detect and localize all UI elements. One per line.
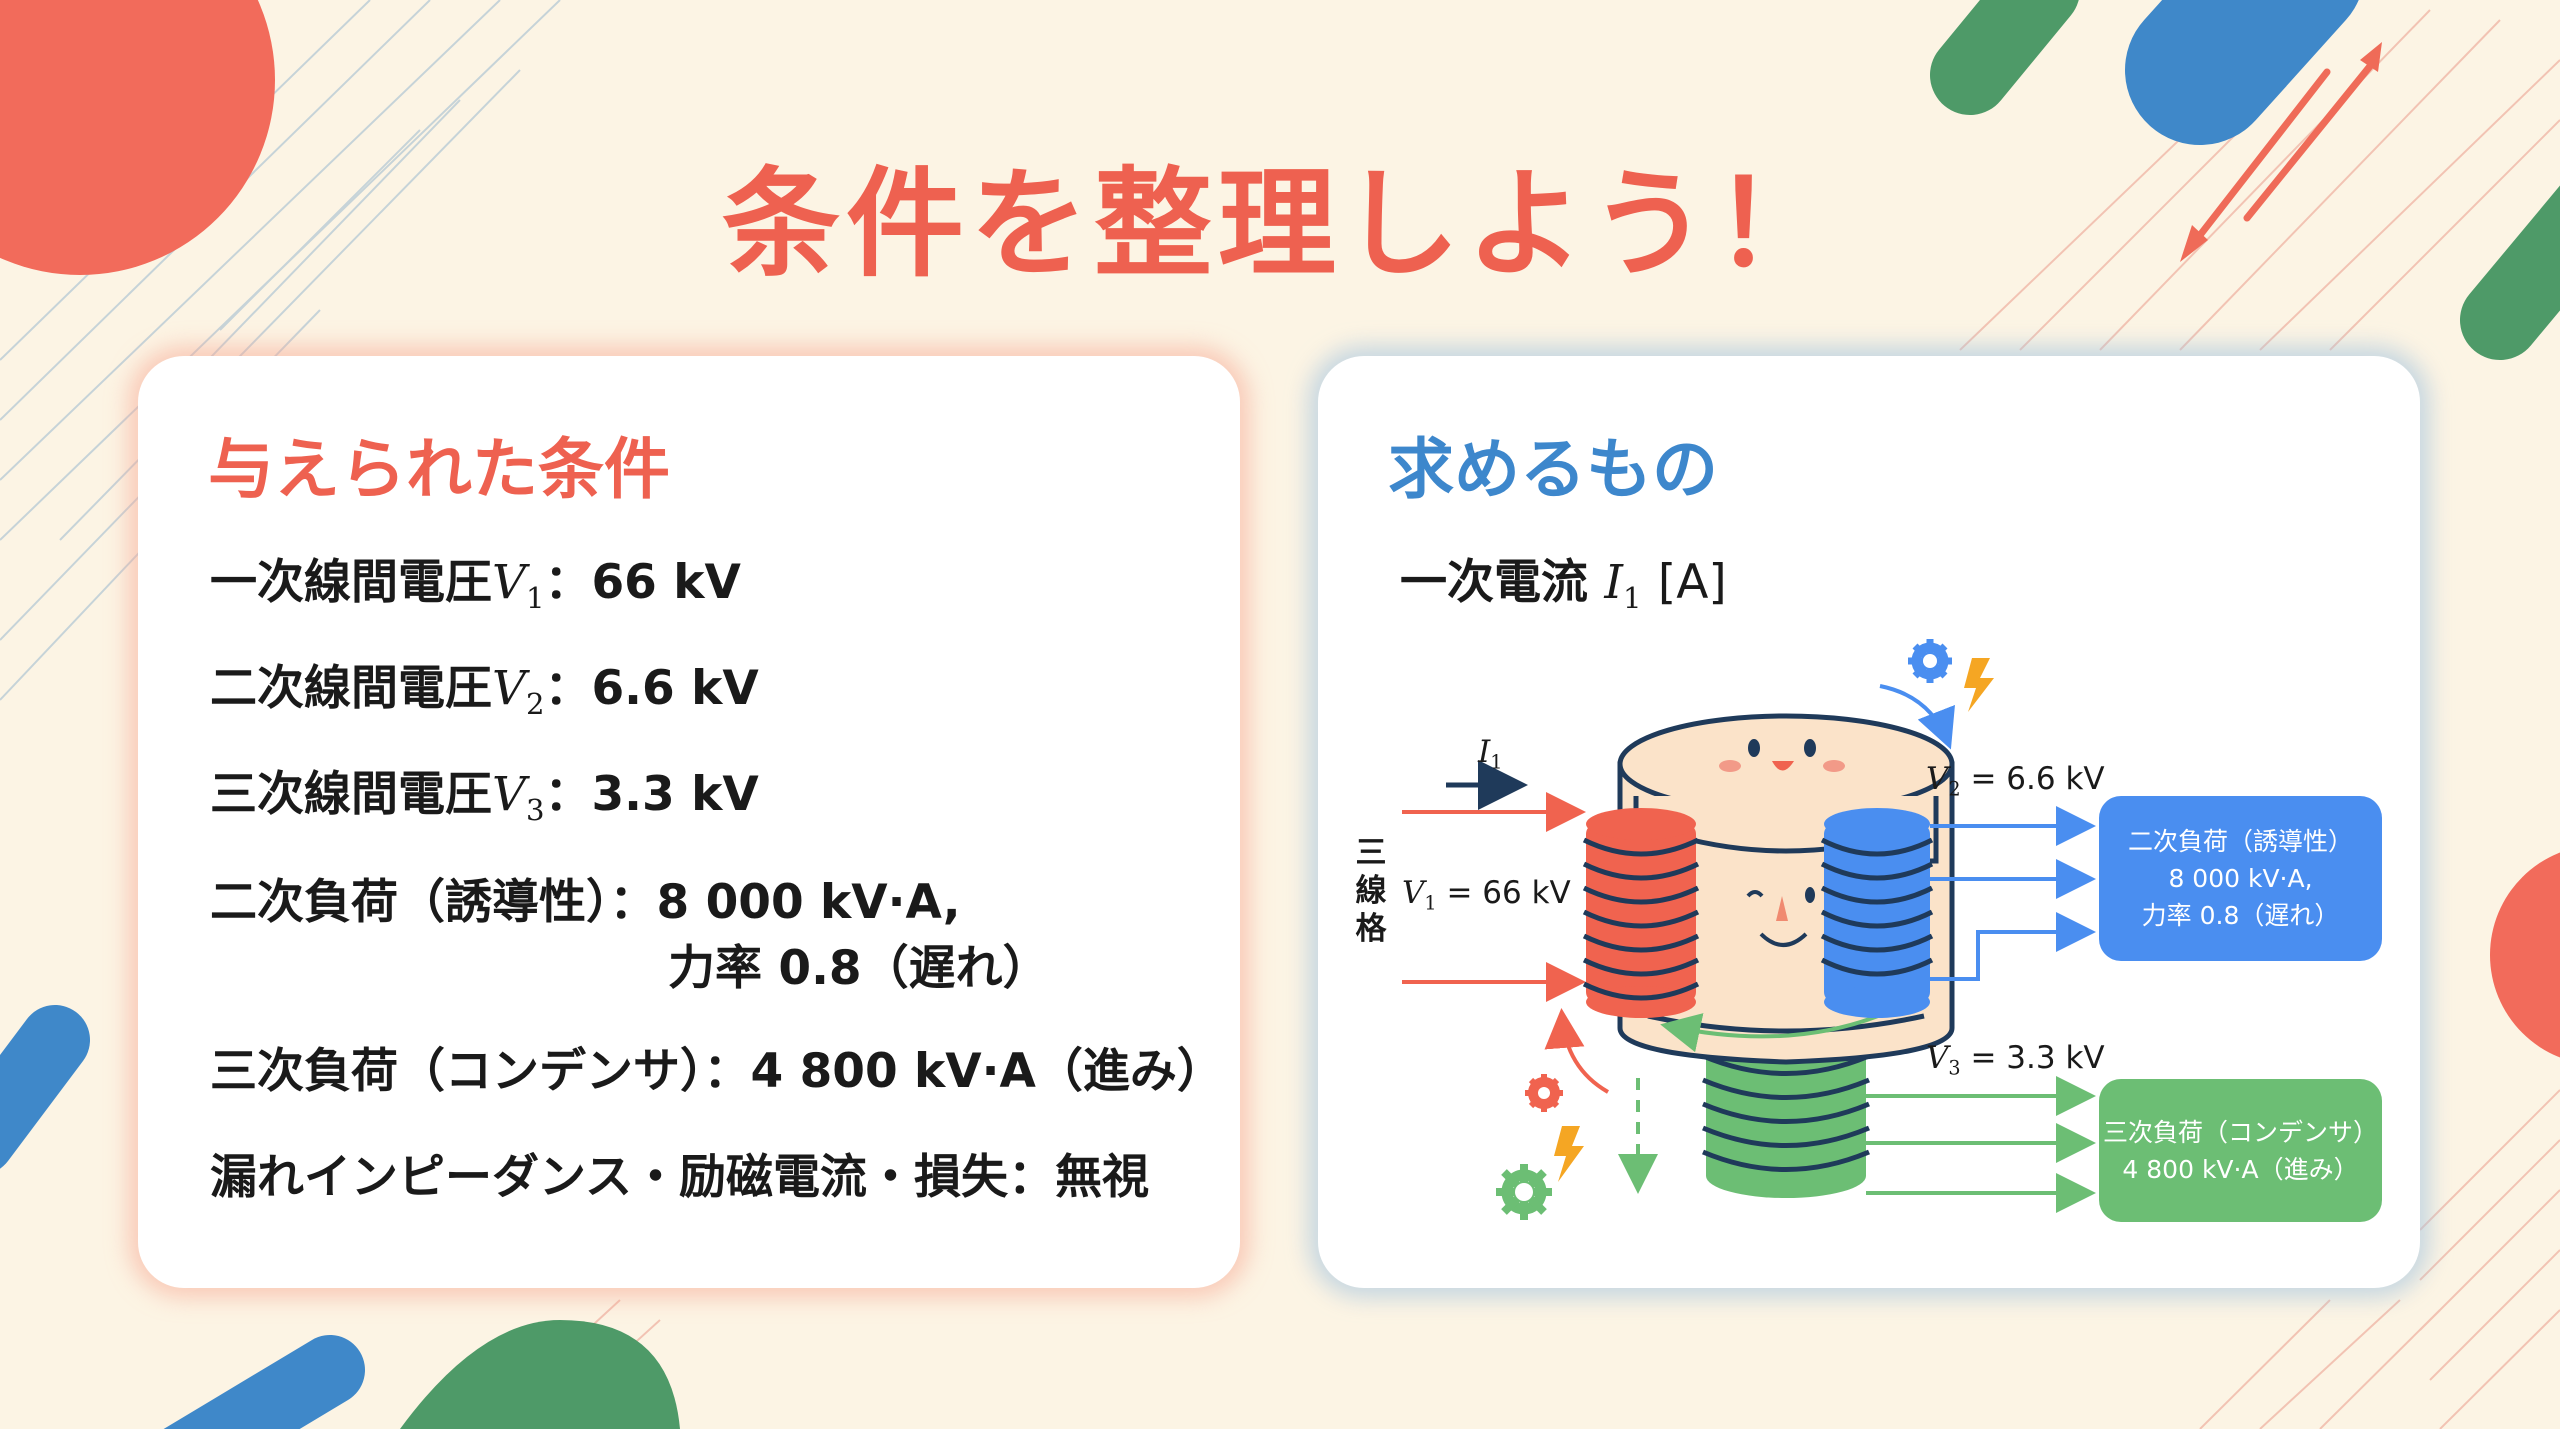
lightning-icon	[1964, 658, 1994, 712]
green-blob-bottom	[400, 1320, 680, 1429]
v2-value: = 6.6 kV	[1970, 761, 2105, 797]
unit: [A]	[1657, 555, 1727, 610]
separator: ：	[544, 661, 592, 716]
condition-item-secondary-load: 二次負荷（誘導性）：8 000 kV·A,	[210, 863, 961, 932]
condition-item-tertiary-load: 三次負荷（コンデンサ）：4 800 kV·A（進み）	[210, 1032, 1224, 1101]
condition-item-secondary-load-pf: 力率 0.8（遅れ）	[668, 941, 1050, 996]
variable-v2: V	[492, 661, 526, 716]
v3-value: = 3.3 kV	[1970, 1040, 2105, 1076]
gear-icon-green	[1496, 1164, 1552, 1220]
separator: ：	[1008, 1150, 1056, 1205]
subscript: 1	[1424, 891, 1437, 915]
transformer-diagram: I1 三線格 V1 = 66 kV V2 = 6.6 kV V3 = 3.3 k…	[1318, 356, 2420, 1288]
condition-value: 3.3 kV	[591, 767, 759, 822]
condition-value: 8 000 kV·A,	[656, 875, 961, 930]
subscript: 1	[525, 581, 545, 616]
find-heading: 求めるもの	[1388, 431, 1718, 508]
primary-coil-windings	[1582, 837, 1700, 1001]
secondary-load-title: 二次負荷（誘導性）	[2127, 827, 2353, 856]
condition-value: 6.6 kV	[591, 661, 759, 716]
subscript: 2	[525, 687, 545, 722]
variable-v1: V	[492, 555, 526, 610]
condition-label: 二次負荷（誘導性）	[210, 875, 610, 930]
tertiary-load-capacity: 4 800 kV·A（進み）	[2122, 1154, 2359, 1184]
green-pill-top	[1930, 0, 2079, 115]
secondary-load-box: 二次負荷（誘導性） 8 000 kV·A, 力率 0.8（遅れ）	[2099, 796, 2382, 961]
variable-v3: V	[492, 767, 526, 822]
subscript: 3	[525, 793, 545, 828]
given-conditions-card: 与えられた条件 一次線間電圧V1：66 kV 二次線間電圧V2：6.6 kV 三…	[138, 356, 1240, 1288]
v2-label: V2 = 6.6 kV	[1926, 761, 2105, 801]
secondary-load-capacity: 8 000 kV·A,	[2168, 864, 2313, 893]
condition-value: 無視	[1055, 1150, 1150, 1205]
secondary-coil-windings	[1820, 837, 1934, 977]
variable-v1: V	[1402, 875, 1425, 911]
variable-v3: V	[1926, 1040, 1949, 1076]
v3-label: V3 = 3.3 kV	[1926, 1040, 2105, 1080]
condition-item-v1: 一次線間電圧V1：66 kV	[210, 543, 741, 615]
subscript: 1	[1490, 750, 1503, 774]
lightning-icon-small	[1554, 1126, 1584, 1182]
red-circle-right	[2490, 852, 2560, 1058]
tertiary-load-title: 三次負荷（コンデンサ）	[2102, 1117, 2378, 1147]
separator: ：	[544, 555, 592, 610]
separator: ：	[703, 1044, 751, 1099]
variable-i1: I	[1478, 734, 1491, 770]
find-item-primary-current: 一次電流 I1 [A]	[1400, 543, 1727, 615]
condition-item-v3: 三次線間電圧V3：3.3 kV	[210, 755, 759, 827]
condition-label: 三次線間電圧	[210, 767, 492, 822]
gear-icon-blue	[1908, 639, 1952, 683]
blue-pill-bottom	[163, 1335, 365, 1429]
secondary-load-pf: 力率 0.8（遅れ）	[2141, 901, 2340, 930]
find-card: 求めるもの 一次電流 I1 [A]	[1318, 356, 2420, 1288]
condition-label: 二次線間電圧	[210, 661, 492, 716]
subscript: 1	[1622, 581, 1642, 616]
separator: ：	[544, 767, 592, 822]
find-label: 一次電流	[1400, 555, 1588, 610]
variable-i1: I	[1604, 555, 1623, 610]
condition-item-v2: 二次線間電圧V2：6.6 kV	[210, 649, 759, 721]
v1-label: V1 = 66 kV	[1402, 875, 1571, 915]
condition-value: 66 kV	[591, 555, 741, 610]
condition-value: 4 800 kV·A（進み）	[750, 1044, 1224, 1099]
variable-v2: V	[1926, 761, 1949, 797]
blue-pill-left	[0, 1005, 90, 1169]
v1-value: = 66 kV	[1446, 875, 1571, 911]
subscript: 2	[1948, 777, 1961, 801]
current-label: I1	[1478, 734, 1502, 774]
given-conditions-heading: 与えられた条件	[208, 431, 670, 508]
separator: ：	[609, 875, 657, 930]
transformer-illustration	[1402, 639, 2096, 1220]
condition-label: 三次負荷（コンデンサ）	[210, 1044, 704, 1099]
condition-item-neglected: 漏れインピーダンス・励磁電流・損失：無視	[210, 1138, 1149, 1207]
gear-icon-red	[1525, 1074, 1563, 1112]
tertiary-load-box: 三次負荷（コンデンサ） 4 800 kV·A（進み）	[2099, 1079, 2382, 1222]
condition-label: 一次線間電圧	[210, 555, 492, 610]
blue-blob-top	[2125, 0, 2359, 145]
condition-label: 漏れインピーダンス・励磁電流・損失	[210, 1150, 1009, 1205]
subscript: 3	[1948, 1056, 1961, 1080]
page-title: 条件を整理しよう！	[721, 155, 1838, 293]
three-wire-label: 三線格	[1355, 835, 1387, 947]
